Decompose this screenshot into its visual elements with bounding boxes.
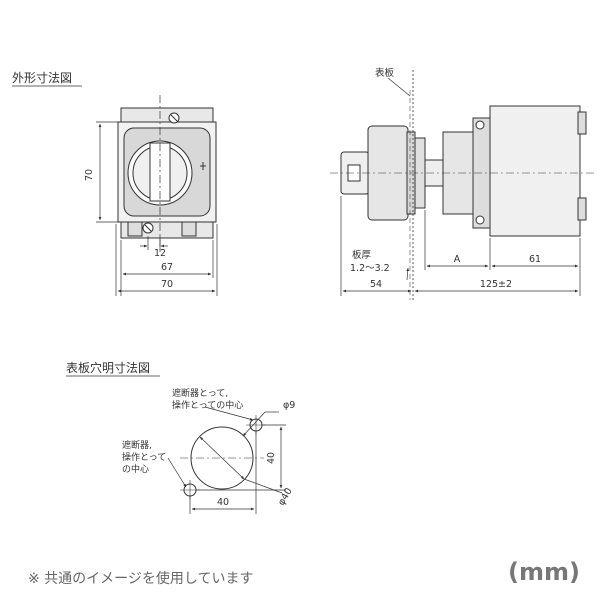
front-shaft-dim: 12 xyxy=(154,248,166,259)
cutout-note-left-2: 操作とって xyxy=(122,451,166,463)
dim-total: 125±2 xyxy=(480,279,512,290)
front-outer-width-dim: 70 xyxy=(161,279,173,290)
footer-note: ※ 共通のイメージを使用しています xyxy=(28,571,254,587)
panel-cutout-heading: 表板穴明寸法図 xyxy=(66,360,150,375)
cutout-vertical-dim: 40 xyxy=(266,452,277,464)
cutout-circle-dim: φ40 xyxy=(276,486,295,507)
dim-61: 61 xyxy=(529,254,541,265)
cutout-note-upper-1: 遮断器とって, xyxy=(172,387,228,399)
side-view xyxy=(330,70,595,300)
front-view xyxy=(117,95,217,252)
dim-54: 54 xyxy=(370,279,382,290)
outline-heading: 外形寸法図 xyxy=(12,71,72,85)
hole-diameter-dim: φ9 xyxy=(283,400,295,411)
cutout-drawing xyxy=(180,415,266,500)
panel-label: 表板 xyxy=(375,67,395,79)
cutout-note-left-1: 遮断器, xyxy=(122,439,152,451)
front-height-dim: 70 xyxy=(84,169,95,181)
cutout-note-upper-2: 操作とっての中心 xyxy=(172,399,243,411)
cutout-note-left-3: の中心 xyxy=(122,463,149,475)
unit-label: (mm) xyxy=(508,558,580,586)
dim-a: A xyxy=(454,254,461,265)
cutout-horizontal-dim: 40 xyxy=(217,497,229,508)
panel-thickness-label: 板厚 xyxy=(352,249,372,261)
front-inner-width-dim: 67 xyxy=(161,262,173,273)
panel-thickness-range: 1.2～3.2 xyxy=(350,263,390,274)
